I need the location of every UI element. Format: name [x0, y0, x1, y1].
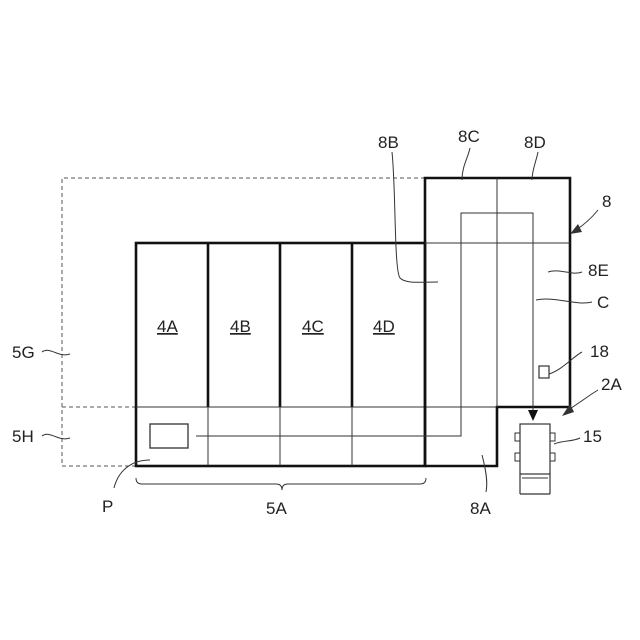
vehicle-15-icon	[515, 424, 555, 494]
label-4b: 4B	[230, 317, 251, 336]
leader-8b	[392, 152, 438, 282]
marker-18-square	[539, 366, 549, 378]
point-p-box	[150, 424, 188, 448]
leader-2a-arrow	[568, 390, 598, 410]
label-8e: 8E	[588, 261, 609, 280]
label-5a: 5A	[266, 499, 287, 518]
leader-5g	[42, 350, 70, 355]
route-c-arrowhead	[528, 410, 538, 421]
label-5g: 5G	[12, 343, 35, 362]
label-4c: 4C	[302, 317, 324, 336]
label-8a: 8A	[470, 499, 491, 518]
label-4a: 4A	[157, 317, 178, 336]
label-2a: 2A	[601, 375, 622, 394]
leader-8e	[548, 271, 582, 273]
bracket-5a	[136, 478, 426, 490]
leader-18	[549, 352, 582, 374]
leader-8d	[532, 152, 538, 180]
label-8b: 8B	[378, 133, 399, 152]
leader-c	[536, 299, 592, 303]
label-5h: 5H	[12, 427, 34, 446]
label-8c: 8C	[458, 127, 480, 146]
label-18: 18	[590, 342, 609, 361]
label-c: C	[597, 293, 609, 312]
leader-8c	[462, 148, 470, 180]
label-8: 8	[602, 192, 611, 211]
leader-8-arrowhead	[570, 224, 582, 234]
label-p: P	[102, 497, 113, 516]
leader-15	[554, 438, 580, 444]
label-15: 15	[583, 427, 602, 446]
leader-5h	[42, 434, 70, 439]
label-8d: 8D	[524, 133, 546, 152]
leader-8a	[482, 455, 487, 492]
label-4d: 4D	[373, 317, 395, 336]
